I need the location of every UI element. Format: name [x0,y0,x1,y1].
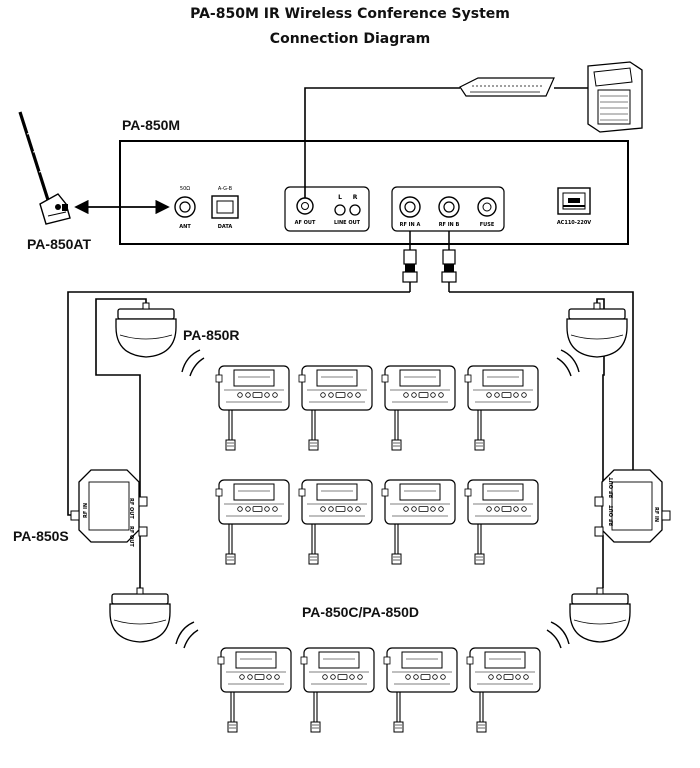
conference-unit [300,647,375,733]
conference-unit [381,365,456,451]
fuse-text: FUSE [480,222,495,228]
ant-impedance-text: 50Ω [180,186,190,192]
ant-port-text: ANT [179,224,191,230]
conference-units [215,365,541,733]
main-unit-label: PA-850M [122,117,181,133]
conference-unit [298,479,373,565]
splitter-right-in-text: RF IN [653,507,659,522]
rf-cable-b [441,231,457,292]
amplifier-device [459,77,555,97]
receiver-dome-bottom-right [569,587,631,643]
line-out-r-text: R [353,194,358,201]
splitter-right-out-b-text: RF OUT [609,505,615,526]
receiver-dome-bottom-left [109,587,171,643]
speaker-device [587,61,643,133]
rf-cable-a [402,231,418,292]
diagram-title: PA-850M IR Wireless Conference System [190,6,510,22]
data-pins-text: A-G-B [218,186,233,192]
conference-unit [215,479,290,565]
receiver-label: PA-850R [183,327,240,343]
conference-unit [217,647,292,733]
conference-unit [298,365,373,451]
conference-unit [466,647,541,733]
rf-in-b-text: RF IN B [439,222,460,228]
conference-unit [464,365,539,451]
splitter-left-out-b-text: RF OUT [128,526,134,547]
splitter-left-in-text: RF IN [83,503,89,518]
ac-input-text: AC110-220V [557,220,591,226]
diagram-subtitle: Connection Diagram [269,31,431,47]
conference-unit [215,365,290,451]
antenna-label: PA-850AT [27,236,92,252]
antenna-device [18,111,71,225]
receiver-dome-top-right [566,302,628,358]
splitter-right-out-a-text: RF OUT [609,477,615,498]
splitter-left-out-a-text: RF OUT [128,498,134,519]
receiver-dome-top-left [115,302,177,358]
splitter-label: PA-850S [13,528,69,544]
line-out-text: LINE OUT [334,220,361,226]
conference-unit [381,479,456,565]
units-label: PA-850C/PA-850D [302,604,419,620]
conference-unit [464,479,539,565]
conference-unit [383,647,458,733]
rf-in-a-text: RF IN A [400,222,421,228]
data-port-text: DATA [218,224,233,230]
af-out-text: AF OUT [295,220,316,226]
line-out-l-text: L [338,194,342,201]
